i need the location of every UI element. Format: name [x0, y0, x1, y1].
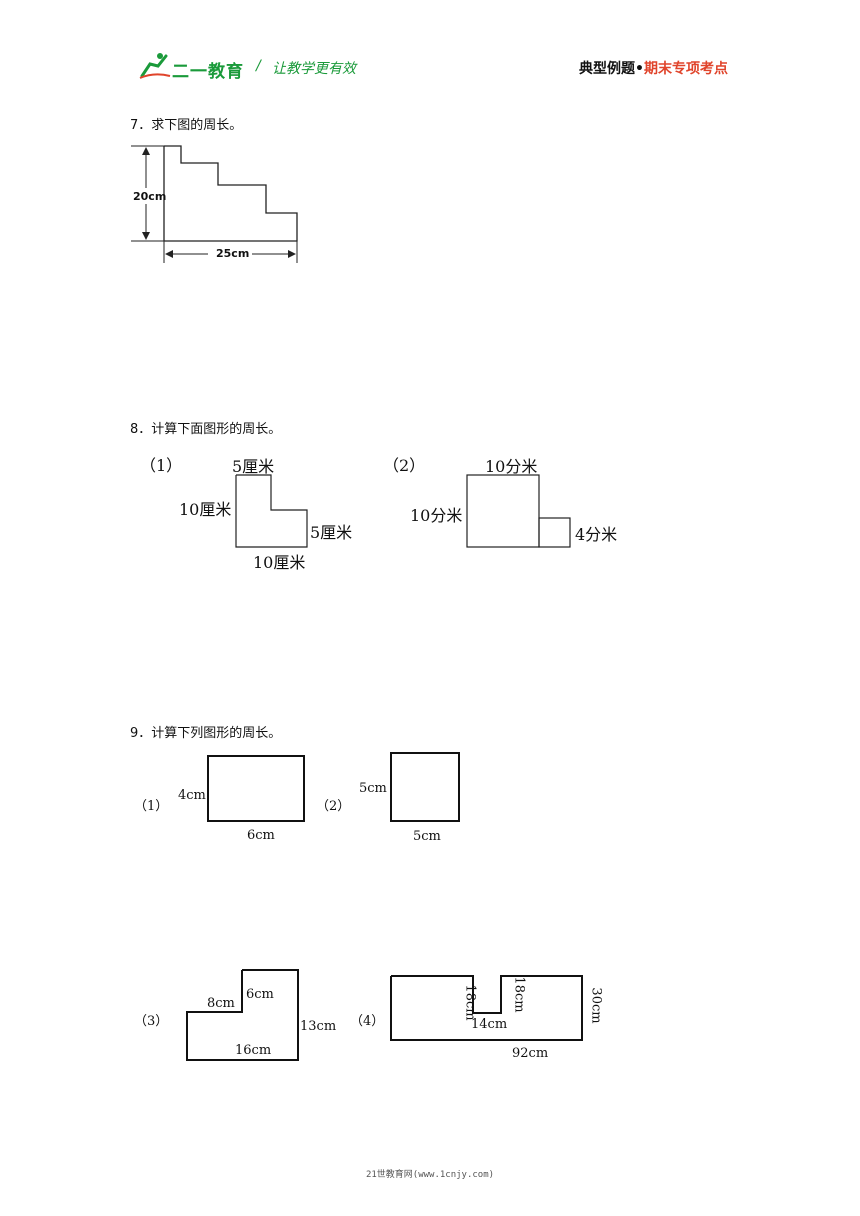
- q9-fig4-label-e: 92cm: [512, 1046, 549, 1061]
- header-category-a: 典型例题•: [579, 61, 644, 77]
- header-category-b: 期末专项考点: [644, 61, 728, 77]
- q9-fig3-tag: （3）: [134, 1014, 169, 1029]
- q9-fig3-label-d: 16cm: [235, 1043, 272, 1058]
- q9-fig2-tag: （2）: [316, 799, 351, 814]
- q9-fig4-label-b: 18cm: [511, 976, 527, 1013]
- page-footer: 21世教育网(www.1cnjy.com): [365, 1170, 495, 1180]
- q9-fig2-left-label: 5cm: [359, 781, 387, 796]
- q8-fig1-top-label: 5厘米: [232, 457, 275, 476]
- header-slash: /: [256, 58, 261, 74]
- q9-fig2-square: [390, 752, 460, 822]
- q9-fig3-label-a: 8cm: [207, 996, 235, 1011]
- q7-height-label: 20cm: [133, 190, 167, 203]
- brand-name: 二一教育: [172, 62, 244, 82]
- q8-fig1-right-label: 5厘米: [310, 523, 353, 542]
- brand-slogan: 让教学更有效: [272, 61, 356, 77]
- q8-fig2-tag: （2）: [383, 456, 426, 475]
- q8-fig1-shape: [235, 474, 308, 548]
- q9-fig1-left-label: 4cm: [178, 788, 206, 803]
- q9-fig3-label-b: 6cm: [246, 987, 274, 1002]
- q8-fig2-large-square: [466, 474, 540, 548]
- q7-title: 7．求下图的周长。: [130, 118, 243, 133]
- q8-fig1-bottom-label: 10厘米: [253, 553, 306, 572]
- runner-logo-icon: [139, 53, 171, 79]
- q9-fig4-label-c: 30cm: [588, 987, 604, 1024]
- q9-fig1-bottom-label: 6cm: [247, 828, 275, 843]
- q8-fig2-left-label: 10分米: [410, 506, 463, 525]
- q9-fig4-label-a: 18cm: [462, 984, 478, 1021]
- q9-fig1-rect: [207, 755, 305, 822]
- q8-fig1-left-label: 10厘米: [179, 500, 232, 519]
- q8-fig2-right-label: 4分米: [575, 525, 618, 544]
- q9-title: 9．计算下列图形的周长。: [130, 726, 282, 741]
- q8-fig2-small-square: [538, 517, 571, 548]
- q9-fig1-tag: （1）: [134, 799, 169, 814]
- q9-fig2-bottom-label: 5cm: [413, 829, 441, 844]
- q8-fig1-tag: （1）: [140, 456, 183, 475]
- q9-fig4-tag: （4）: [350, 1014, 385, 1029]
- q7-staircase: [163, 145, 298, 242]
- q8-title: 8．计算下面图形的周长。: [130, 422, 282, 437]
- q9-fig3-label-c: 13cm: [300, 1019, 337, 1034]
- q7-width-label: 25cm: [216, 247, 250, 260]
- header-logo: 二一教育 / 让教学更有效: [138, 50, 378, 82]
- q9-fig4-label-d: 14cm: [471, 1017, 508, 1032]
- header-category: 典型例题•期末专项考点: [579, 58, 728, 78]
- q8-fig2-top-label: 10分米: [485, 457, 538, 476]
